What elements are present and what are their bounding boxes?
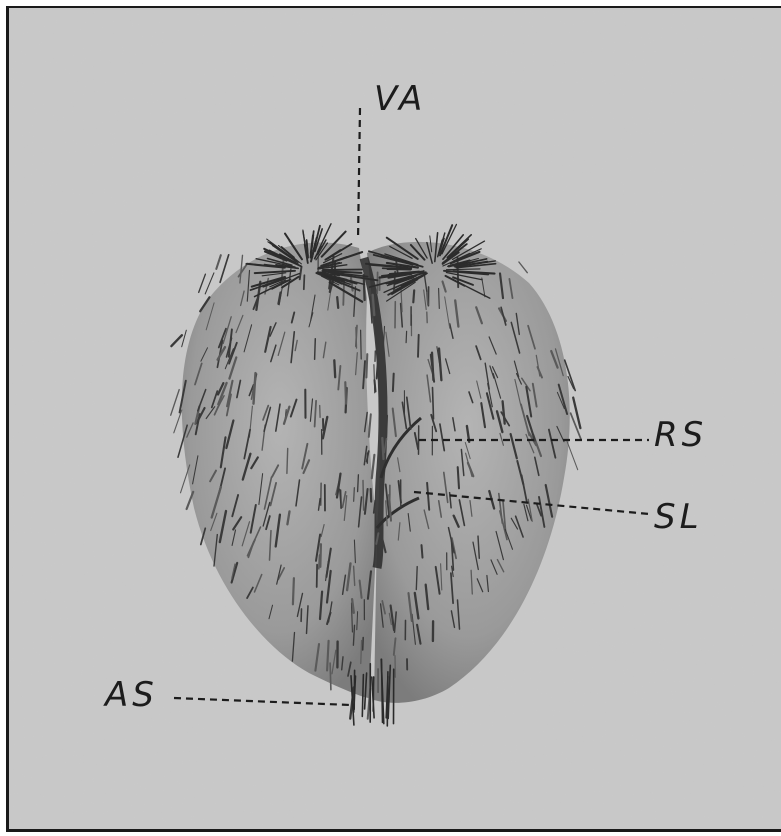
bristle-stroke (319, 555, 320, 569)
bristle-stroke (418, 335, 419, 357)
bristle-stroke (362, 675, 363, 717)
bristle-stroke (287, 449, 288, 474)
bristle-stroke (427, 293, 428, 305)
label-va: VA (374, 82, 426, 116)
bristle-stroke (386, 416, 387, 438)
bristle-stroke (432, 353, 433, 380)
bristle-stroke (363, 638, 364, 650)
bristle-stroke (373, 295, 375, 315)
figure-plate: VA RS SL AS (6, 6, 781, 832)
bristle-stroke (358, 475, 359, 492)
bristle-stroke (356, 328, 357, 349)
bristle-stroke (334, 360, 335, 377)
bristle-stroke (433, 388, 434, 419)
bristle-stroke (388, 269, 411, 270)
bristle-stroke (351, 278, 353, 290)
bristle-stroke (337, 297, 338, 308)
bristle-stroke (361, 330, 362, 359)
bristle-stroke (293, 578, 294, 604)
bristle-stroke (371, 489, 372, 502)
bristle-stroke (413, 290, 414, 302)
bristle-stroke (361, 641, 362, 664)
bristle-stroke (393, 374, 394, 392)
bristle-stroke (373, 677, 374, 711)
bristle-stroke (320, 544, 321, 567)
bristle-stroke (304, 275, 305, 289)
label-sl: SL (654, 500, 703, 534)
bristle-stroke (422, 545, 423, 558)
bristle-stroke (363, 481, 364, 511)
bristle-stroke (327, 641, 329, 671)
bristle-stroke (382, 438, 383, 459)
bristle-stroke (345, 382, 346, 404)
bristle-stroke (458, 467, 459, 488)
bristle-stroke (416, 567, 417, 590)
bristle-stroke (354, 488, 355, 502)
label-rs: RS (654, 418, 707, 452)
bristle-stroke (330, 663, 331, 690)
bristle-stroke (406, 331, 407, 342)
label-as: AS (105, 678, 158, 712)
bristle-stroke (382, 659, 383, 722)
bristle-stroke (439, 288, 440, 308)
bristle-stroke (366, 354, 367, 377)
bristle-stroke (315, 339, 316, 360)
